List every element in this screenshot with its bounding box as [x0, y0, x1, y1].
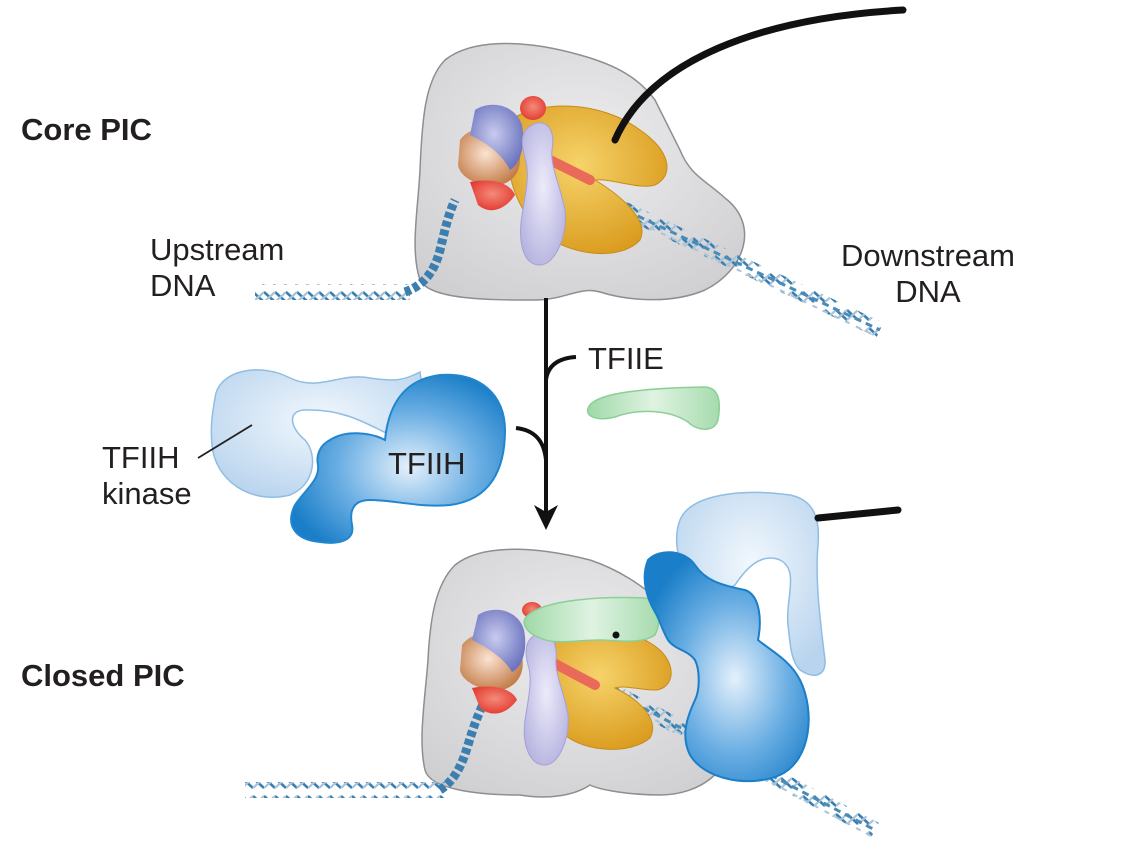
closed-pic-complex: [245, 491, 902, 838]
tfiih-kinase-free-shape: [210, 369, 431, 498]
tfiie-join-hook: [544, 355, 577, 381]
red-subunit: [470, 180, 515, 211]
tfiih-label: TFIIH: [388, 446, 466, 481]
upstream-label-line1: Upstream: [150, 232, 285, 267]
tfiie-bound-shape: [523, 596, 660, 643]
tfiih-kinase-leader-line: [197, 424, 253, 459]
tfiih-kinase-line2: kinase: [102, 475, 192, 511]
tfiie-free-shape: [586, 386, 720, 430]
blue-subunit-closed: [472, 609, 526, 672]
lavender-subunit: [520, 122, 566, 266]
blue-subunit: [470, 104, 524, 170]
tfiih-join-hook: [515, 426, 548, 461]
arrow-head: [534, 505, 558, 530]
tfiih-kinase-label: TFIIH kinase: [102, 440, 192, 511]
upstream-label-line2: DNA: [150, 267, 216, 303]
tfiih-core-free-shape: [290, 373, 507, 544]
red-top-subunit: [520, 96, 546, 120]
core-pic-label: Core PIC: [21, 112, 152, 147]
upstream-dna-bend: [403, 198, 460, 297]
upstream-dna-helix: [255, 284, 410, 300]
red-subunit-closed: [472, 686, 517, 714]
upstream-dna-helix-closed: [245, 782, 445, 798]
downstream-dna-label: Downstream DNA: [820, 238, 1036, 309]
downstream-label-line2: DNA: [895, 273, 961, 309]
tfiih-kinase-line1: TFIIH: [102, 440, 180, 475]
lavender-subunit-closed: [523, 632, 569, 766]
ctd-attachment-dot: [612, 631, 620, 639]
tfiie-label: TFIIE: [588, 341, 664, 376]
reaction-arrow: [515, 298, 577, 530]
upstream-dna-label: Upstream DNA: [150, 232, 284, 303]
closed-pic-label: Closed PIC: [21, 658, 185, 693]
core-pic-complex: [255, 6, 907, 338]
upstream-dna-bend-closed: [437, 698, 490, 794]
tfiih-kinase-ctd-line: [814, 506, 902, 522]
ctd-tail: [611, 6, 907, 144]
downstream-label-line1: Downstream: [841, 238, 1015, 273]
tfiih-core-bound-shape: [643, 551, 810, 783]
